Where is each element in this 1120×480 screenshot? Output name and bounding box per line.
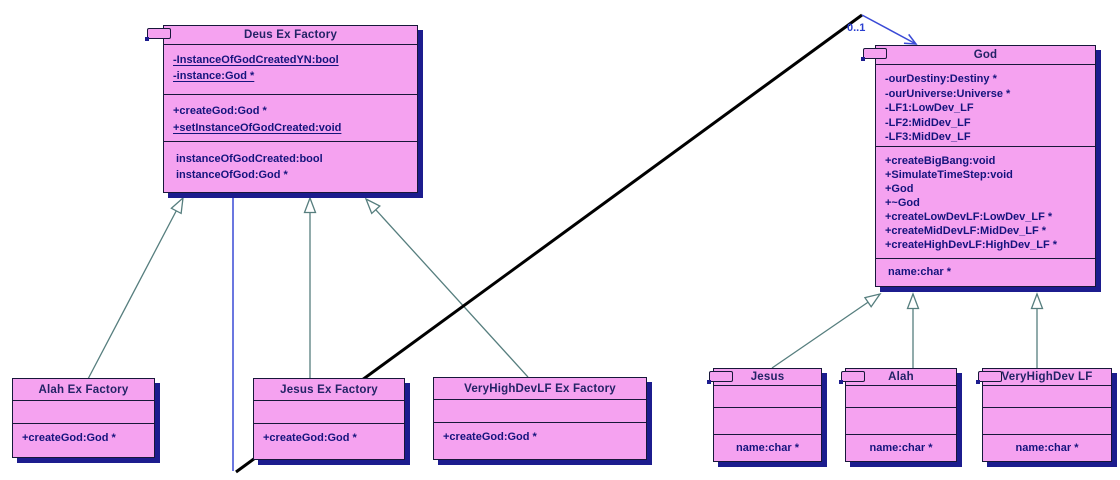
operation: +createGod:God * [263,432,357,444]
operation: +createGod:God * [443,431,537,443]
class-alah[interactable]: Alah name:char * [839,368,957,462]
property: instanceOfGod:God * [176,169,288,181]
class-stereotype-icon [976,371,1002,384]
attribute: -LF2:MidDev_LF [885,116,971,129]
attributes-compartment [983,385,1111,407]
class-alah-ex-factory[interactable]: Alah Ex Factory +createGod:God * [12,378,155,458]
property: name:char * [736,442,799,454]
class-title: Alah Ex Factory [38,383,129,396]
properties-compartment: name:char * [846,434,956,461]
attribute: -LF1:LowDev_LF [885,102,974,114]
operation: +createBigBang:void [885,155,996,167]
attribute: -LF3:MidDev_LF [885,131,971,143]
class-veryhighdevlf-ex-factory[interactable]: VeryHighDevLF Ex Factory +createGod:God … [433,377,647,460]
operation: +SimulateTimeStep:void [885,169,1013,181]
attribute: -ourUniverse:Universe * [885,87,1011,100]
property: instanceOfGodCreated:bool [176,153,323,165]
class-title: Jesus Ex Factory [280,383,378,396]
class-jesus[interactable]: Jesus name:char * [707,368,822,462]
inheritance-alahfactory-to-deus[interactable] [87,196,184,380]
attribute: -ourDestiny:Destiny * [885,73,997,85]
class-deus-ex-factory[interactable]: Deus Ex Factory -InstanceOfGodCreatedYN:… [145,25,418,193]
operation: +createHighDevLF:HighDev_LF * [885,239,1058,251]
class-title: Deus Ex Factory [243,29,338,41]
operations-compartment: +createBigBang:void +SimulateTimeStep:vo… [876,146,1095,258]
class-title: VeryHighDev LF [1001,371,1093,383]
attributes-compartment [846,385,956,407]
operations-compartment: +createGod:God * +setInstanceOfGodCreate… [164,94,417,141]
attributes-compartment: -InstanceOfGodCreatedYN:bool -instance:G… [164,44,417,94]
operation: +createGod:God * [173,105,267,117]
operations-compartment: +createGod:God * [13,423,154,457]
class-title: God [973,49,998,61]
properties-compartment: name:char * [876,258,1095,286]
class-title: VeryHighDevLF Ex Factory [464,382,616,395]
class-jesus-ex-factory[interactable]: Jesus Ex Factory +createGod:God * [253,378,405,460]
operation: +setInstanceOfGodCreated:void [173,122,342,134]
operations-compartment [714,407,821,434]
inheritance-vhdfactory-to-deus[interactable] [364,197,529,378]
property: name:char * [869,442,933,454]
attributes-compartment [254,400,404,423]
attributes-compartment [13,400,154,423]
properties-compartment: instanceOfGodCreated:bool instanceOfGod:… [164,141,417,192]
attribute: -instance:God * [173,70,255,82]
properties-compartment: name:char * [714,434,821,461]
class-stereotype-icon [707,371,733,384]
properties-compartment: name:char * [983,434,1111,461]
attributes-compartment [714,385,821,407]
class-god[interactable]: God -ourDestiny:Destiny * -ourUniverse:U… [861,45,1096,287]
property: name:char * [1015,442,1079,454]
operations-compartment [983,407,1111,434]
class-title: Jesus [750,371,785,383]
attributes-compartment: -ourDestiny:Destiny * -ourUniverse:Unive… [876,64,1095,146]
operations-compartment: +createGod:God * [434,422,646,459]
operations-compartment: +createGod:God * [254,423,404,459]
operation: +createMidDevLF:MidDev_LF * [885,225,1047,237]
operation: +createGod:God * [22,432,116,444]
class-stereotype-icon [861,48,887,61]
class-stereotype-icon [839,371,865,384]
operations-compartment [846,407,956,434]
operation: +God [885,183,914,195]
association-multiplicity-label: 0..1 [847,22,866,34]
class-title: Alah [888,371,914,383]
class-veryhighdev-lf[interactable]: VeryHighDev LF name:char * [976,368,1112,462]
inheritance-jesus-to-god[interactable] [771,292,882,369]
association-segment-arrow-to-god[interactable] [861,14,918,45]
class-stereotype-icon [145,28,171,41]
attributes-compartment [434,399,646,422]
property: name:char * [888,266,951,278]
operation: +createLowDevLF:LowDev_LF * [885,211,1053,223]
operation: +~God [885,197,920,209]
attribute: -InstanceOfGodCreatedYN:bool [173,54,339,66]
